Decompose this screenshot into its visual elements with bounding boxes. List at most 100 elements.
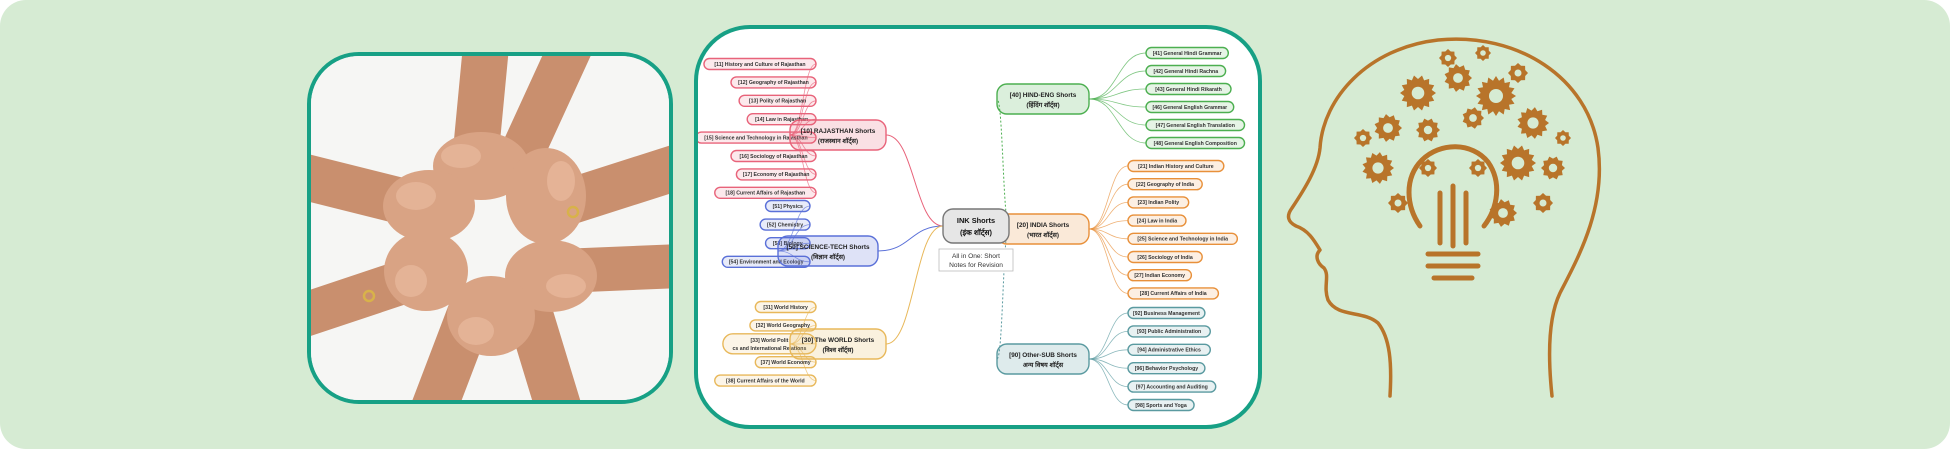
mindmap-leaf-node: [53] Biology — [764, 236, 811, 250]
mindmap-leaf-label: [42] General Hindi Rachna — [1154, 69, 1219, 75]
mindmap-leaf-label: [52] Chemistry — [767, 222, 803, 228]
mindmap-nodes: [11] History and Culture of Rajasthan[12… — [698, 46, 1246, 412]
mindmap-link — [1088, 312, 1129, 360]
mindmap-leaf-node: [14] Law in Rajasthan — [746, 112, 817, 126]
mindmap-branch-title: [10] RAJASTHAN Shorts — [801, 128, 876, 135]
mindmap-leaf-label: [11] History and Culture of Rajasthan — [714, 62, 805, 68]
mindmap-leaf-box — [1145, 136, 1246, 150]
mindmap-leaf-node: [26] Sociology of India — [1127, 250, 1203, 264]
mindmap-link — [1088, 228, 1129, 276]
mindmap-branch-title: [90] Other-SUB Shorts — [1009, 352, 1077, 359]
mindmap-leaf-node: [13] Polity of Rajasthan — [738, 94, 817, 108]
mindmap-link — [1088, 228, 1129, 294]
mindmap-branch-subtitle: (भारत शॉर्ट्स) — [1027, 231, 1059, 239]
mindmap-leaf-label: [93] Public Administration — [1137, 329, 1201, 335]
mindmap-leaf-box — [714, 186, 817, 200]
mindmap-leaf-label: [41] General Hindi Grammar — [1153, 51, 1222, 57]
mindmap-leaf-box — [722, 333, 817, 355]
mindmap-leaf-node: [21] Indian History and Culture — [1127, 159, 1225, 173]
mindmap-leaf-box — [1145, 82, 1232, 96]
mindmap-leaf-node: [32] World Geography — [749, 319, 817, 332]
mindmap-leaf-label: [32] World Geography — [756, 323, 810, 329]
mindmap-link — [1088, 165, 1129, 230]
mindmap-leaf-box — [721, 255, 811, 269]
mindmap-branch-india: [20] INDIA Shorts(भारत शॉर्ट्स) — [996, 213, 1090, 245]
mindmap-leaf-label: [17] Economy of Rajasthan — [743, 172, 810, 178]
mindmap-leaf-label: [37] World Economy — [761, 360, 811, 366]
mindmap-leaf-box — [764, 199, 811, 213]
mindmap-branch-box — [789, 328, 887, 360]
gear-hole — [1511, 156, 1525, 170]
mindmap-link — [1088, 183, 1129, 230]
mindmap-branch-title: [30] The WORLD Shorts — [802, 337, 875, 344]
mindmap-leaf-node: [15] Science and Technology in Rajasthan — [698, 131, 817, 144]
mindmap-leaf-label: [15] Science and Technology in Rajasthan — [704, 135, 807, 141]
mindmap-leaf-node: [54] Environment and Ecology — [721, 255, 811, 269]
mindmap-leaf-label: [16] Sociology of Rajasthan — [739, 154, 807, 160]
mindmap-leaf-node: [27] Indian Economy — [1127, 268, 1193, 282]
mindmap-leaf-node: [97] Accounting and Auditing — [1127, 380, 1217, 393]
mindmap-branch-subtitle: (राजस्थान शॉर्ट्स) — [818, 137, 858, 145]
mindmap-leaf-box — [1127, 343, 1212, 356]
mindmap-leaf-node: [98] Sports and Yoga — [1127, 398, 1195, 412]
mindmap-leaf-box — [730, 149, 817, 163]
mindmap-leaf-box — [1127, 398, 1195, 412]
gear-hole — [1480, 50, 1486, 56]
mindmap-branch-subtitle: (हिंदिंग शॉर्ट्स) — [1026, 101, 1059, 109]
mindmap-link — [789, 82, 817, 136]
mindmap-leaf-box — [764, 236, 811, 250]
gear-hole — [1498, 208, 1508, 218]
mindmap-leaf-label: [18] Current Affairs of Rajasthan — [726, 191, 806, 197]
mindmap-leaf-label: [96] Behavior Psychology — [1135, 366, 1199, 372]
mindmap-leaf-label: [47] General English Translation — [1156, 123, 1235, 129]
gear-hole — [1359, 134, 1367, 142]
mindmap-link — [789, 306, 817, 345]
gear-hole — [1469, 114, 1477, 122]
mindmap-leaf-box — [1127, 380, 1217, 393]
mindmap-note-box — [938, 248, 1014, 272]
mindmap-leaf-label: [97] Accounting and Auditing — [1136, 384, 1208, 390]
mindmap-leaf-box — [1127, 306, 1206, 320]
mindmap-center-subtitle: (इंक शॉर्ट्स) — [960, 228, 992, 238]
head-gears-lightbulb-icon — [1268, 18, 1628, 402]
mindmap-leaf-label: [25] Science and Technology in India — [1137, 237, 1228, 243]
mindmap-link — [1088, 349, 1129, 360]
mindmap-leaf-box — [1127, 214, 1187, 227]
mindmap-leaf-node: [18] Current Affairs of Rajasthan — [714, 186, 817, 200]
mindmap-leaf-box — [759, 218, 811, 231]
mindmap-branch-box — [789, 119, 887, 151]
mindmap-leaf-node: [24] Law in India — [1127, 214, 1187, 227]
gear-hole — [1394, 199, 1402, 207]
mindmap-branch-box — [996, 83, 1090, 115]
mindmap-branch-world: [30] The WORLD Shorts (विश्व शॉर्ट्स) — [789, 328, 887, 360]
mindmap-link — [1088, 88, 1147, 100]
mindmap-leaf-box — [749, 319, 817, 332]
mindmap-diagram: [11] History and Culture of Rajasthan[12… — [698, 46, 1246, 412]
mindmap-leaf-box — [1145, 64, 1227, 78]
mindmap-leaf-label: [94] Administrative Ethics — [1137, 348, 1201, 354]
mindmap-leaf-node: [42] General Hindi Rachna — [1145, 64, 1227, 78]
mindmap-leaf-label: [43] General Hindi Rikarath — [1155, 87, 1222, 93]
mindmap-link — [1088, 220, 1129, 230]
mindmap-link — [885, 134, 944, 227]
mindmap-link — [996, 225, 1010, 360]
mindmap-branch-box — [996, 213, 1090, 245]
mindmap-branch-subtitle: (विश्व शॉर्ट्स) — [822, 346, 853, 354]
mindmap-leaf-node: [16] Sociology of Rajasthan — [730, 149, 817, 163]
mindmap-leaf-box — [698, 131, 817, 144]
mindmap-leaf-box — [1127, 159, 1225, 173]
gear-hole — [1560, 135, 1566, 141]
mindmap-link — [777, 242, 811, 252]
gear-hole — [1383, 123, 1393, 133]
mindmap-leaf-box — [714, 374, 817, 387]
mindmap-branch-subtitle: (विज्ञान शॉर्ट्स) — [811, 253, 845, 261]
hands-circle-photo — [307, 52, 673, 404]
mindmap-link — [789, 100, 817, 136]
gear-hole — [1411, 86, 1425, 100]
mindmap-leaf-box — [754, 300, 817, 314]
gear-hole — [1489, 89, 1503, 103]
mindmap-leaf-box — [735, 168, 817, 181]
mindmap-leaf-node: [43] General Hindi Rikarath — [1145, 82, 1232, 96]
